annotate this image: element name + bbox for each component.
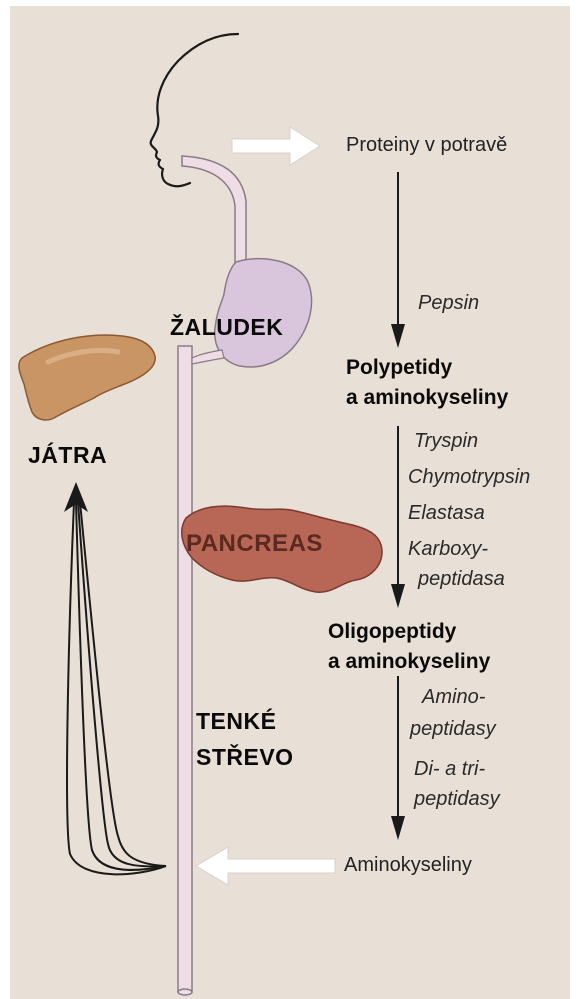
stage1-enzyme: Pepsin <box>418 292 479 315</box>
stage3-enzyme-2: peptidasy <box>410 718 496 741</box>
stage2-enzyme-4: Karboxy- <box>408 538 488 561</box>
product1-line2: a aminokyseliny <box>346 386 508 410</box>
stage3-enzyme-1: Amino- <box>422 686 485 709</box>
stomach-label: ŽALUDEK <box>170 314 283 341</box>
liver-label: JÁTRA <box>28 442 107 469</box>
stage3-enzyme-3: Di- a tri- <box>414 758 485 781</box>
stage2-enzyme-2: Chymotrypsin <box>408 466 530 489</box>
stage2-enzyme-5: peptidasa <box>418 568 505 591</box>
output-label: Aminokyseliny <box>344 854 472 877</box>
product2-line1: Oligopeptidy <box>328 620 456 644</box>
stage3-enzyme-4: peptidasy <box>414 788 500 811</box>
small-intestine-end <box>178 989 192 995</box>
small-intestine-tube <box>178 346 192 992</box>
product2-line2: a aminokyseliny <box>328 650 490 674</box>
intestine-label-line1: TENKÉ <box>196 708 276 735</box>
stage2-enzyme-3: Elastasa <box>408 502 485 525</box>
input-label: Proteiny v potravě <box>346 134 507 157</box>
diagram-panel: Proteiny v potravě Pepsin ŽALUDEK Polype… <box>10 6 570 999</box>
stage2-enzyme-1: Tryspin <box>414 430 478 453</box>
product1-line1: Polypetidy <box>346 356 452 380</box>
pancreas-label: PANCREAS <box>186 530 323 558</box>
intestine-label-line2: STŘEVO <box>196 744 294 771</box>
